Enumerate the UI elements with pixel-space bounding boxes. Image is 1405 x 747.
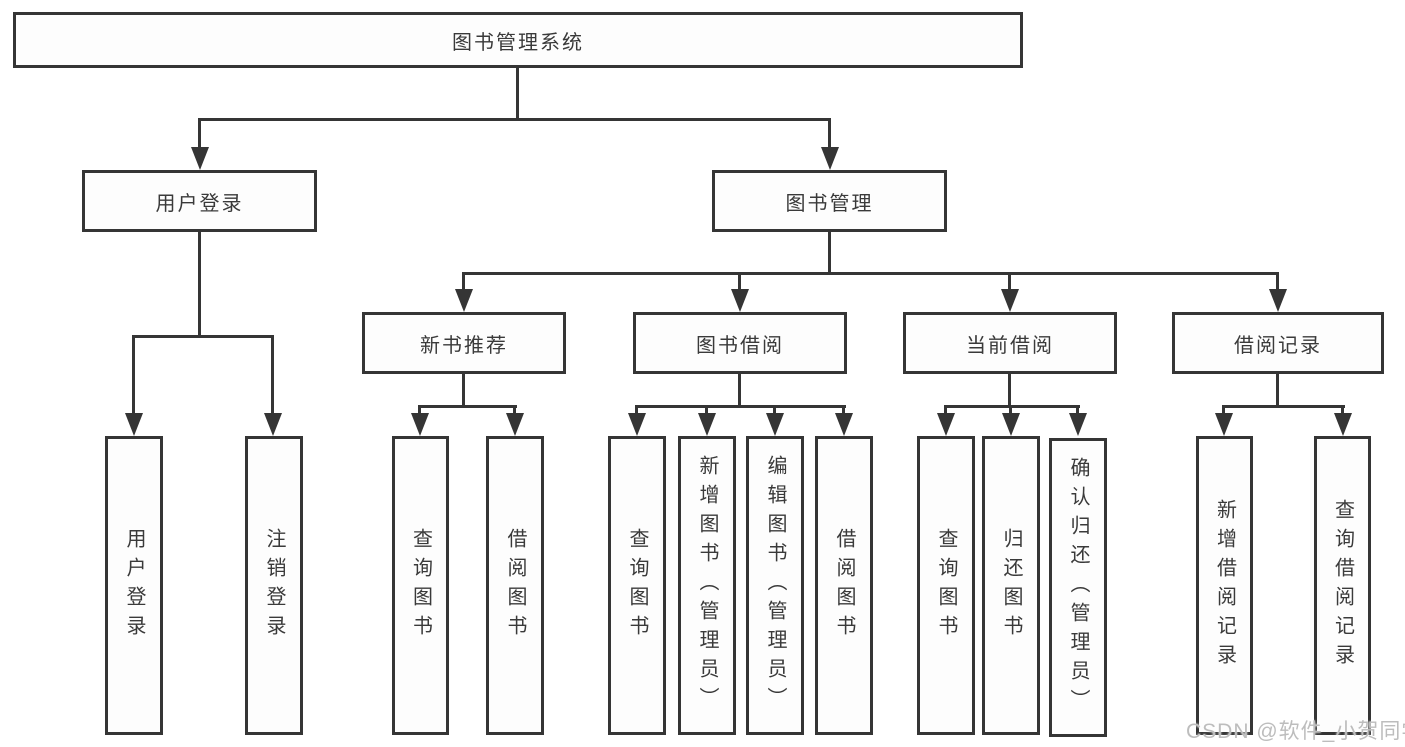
csdn-watermark: CSDN @软件_小贺同学 xyxy=(1186,720,1405,743)
connector-line xyxy=(1076,405,1079,416)
arrow-down-icon xyxy=(698,413,716,436)
leaf-borrow-add-book-label: 新增图书（管理员） xyxy=(696,455,718,716)
connector-line xyxy=(1009,405,1012,416)
connector-line xyxy=(418,405,421,416)
leaf-borrow-edit-book-label: 编辑图书（管理员） xyxy=(764,455,786,716)
connector-line xyxy=(132,335,274,338)
leaf-current-query-book: 查询图书 xyxy=(917,436,975,735)
node-new-book-recommend-label: 新书推荐 xyxy=(420,334,508,357)
node-borrow-record-label: 借阅记录 xyxy=(1234,334,1322,357)
arrow-down-icon xyxy=(125,413,143,436)
arrow-down-icon xyxy=(1215,413,1233,436)
node-book-management-label: 图书管理 xyxy=(785,192,874,215)
arrow-down-icon xyxy=(937,413,955,436)
connector-line xyxy=(462,272,1279,275)
node-borrow-record: 借阅记录 xyxy=(1172,312,1384,374)
connector-line xyxy=(635,405,638,416)
leaf-current-query-book-label: 查询图书 xyxy=(935,527,957,644)
connector-line xyxy=(271,335,274,416)
arrow-down-icon xyxy=(1002,413,1020,436)
arrow-down-icon xyxy=(731,289,749,312)
connector-line xyxy=(944,405,947,416)
leaf-record-add-label: 新增借阅记录 xyxy=(1213,498,1236,673)
arrow-down-icon xyxy=(506,413,524,436)
connector-line xyxy=(1222,405,1345,408)
node-root: 图书管理系统 xyxy=(13,12,1023,68)
connector-line xyxy=(132,335,135,416)
connector-line xyxy=(738,272,741,292)
connector-line xyxy=(462,272,465,292)
arrow-down-icon xyxy=(1001,289,1019,312)
leaf-borrow-query-book: 查询图书 xyxy=(608,436,666,735)
connector-line xyxy=(198,232,201,335)
leaf-user-login-label: 用户登录 xyxy=(123,527,145,644)
node-book-borrow-label: 图书借阅 xyxy=(696,334,784,357)
leaf-borrow-borrow-book: 借阅图书 xyxy=(815,436,873,735)
connector-line xyxy=(1222,405,1225,416)
node-user-login-label: 用户登录 xyxy=(155,192,244,215)
arrow-down-icon xyxy=(1269,289,1287,312)
leaf-borrow-add-book: 新增图书（管理员） xyxy=(678,436,736,735)
connector-line xyxy=(513,405,516,416)
leaf-current-return-book-label: 归还图书 xyxy=(1000,527,1022,644)
leaf-recommend-query-book: 查询图书 xyxy=(392,436,449,735)
connector-line xyxy=(1276,272,1279,292)
leaf-current-return-book: 归还图书 xyxy=(982,436,1040,735)
node-book-borrow: 图书借阅 xyxy=(633,312,847,374)
leaf-recommend-query-book-label: 查询图书 xyxy=(409,527,432,644)
connector-line xyxy=(828,118,831,150)
connector-line xyxy=(842,405,845,416)
arrow-down-icon xyxy=(1069,413,1087,436)
leaf-current-confirm-return: 确认归还（管理员） xyxy=(1049,438,1107,737)
leaf-logout-label: 注销登录 xyxy=(263,527,285,644)
connector-line xyxy=(828,232,831,272)
arrow-down-icon xyxy=(191,147,209,170)
connector-line xyxy=(198,118,831,121)
arrow-down-icon xyxy=(1334,413,1352,436)
leaf-borrow-query-book-label: 查询图书 xyxy=(626,527,648,644)
node-book-management: 图书管理 xyxy=(712,170,947,232)
leaf-logout: 注销登录 xyxy=(245,436,303,735)
connector-line xyxy=(1341,405,1344,416)
node-user-login: 用户登录 xyxy=(82,170,317,232)
node-root-label: 图书管理系统 xyxy=(452,31,584,54)
leaf-borrow-edit-book: 编辑图书（管理员） xyxy=(746,436,804,735)
arrow-down-icon xyxy=(411,413,429,436)
leaf-borrow-borrow-book-label: 借阅图书 xyxy=(833,527,855,644)
arrow-down-icon xyxy=(264,413,282,436)
arrow-down-icon xyxy=(766,413,784,436)
connector-line xyxy=(1008,374,1011,405)
connector-line xyxy=(944,405,1080,408)
connector-line xyxy=(198,118,201,150)
connector-line xyxy=(635,405,846,408)
connector-line xyxy=(462,374,465,405)
connector-line xyxy=(1276,374,1279,405)
leaf-record-add: 新增借阅记录 xyxy=(1196,436,1253,735)
node-current-borrow-label: 当前借阅 xyxy=(966,334,1054,357)
leaf-recommend-borrow-book-label: 借阅图书 xyxy=(504,527,526,644)
leaf-record-query: 查询借阅记录 xyxy=(1314,436,1371,735)
connector-line xyxy=(516,68,519,118)
connector-line xyxy=(738,374,741,405)
connector-line xyxy=(418,405,517,408)
node-new-book-recommend: 新书推荐 xyxy=(362,312,566,374)
leaf-current-confirm-return-label: 确认归还（管理员） xyxy=(1067,457,1089,718)
arrow-down-icon xyxy=(455,289,473,312)
node-current-borrow: 当前借阅 xyxy=(903,312,1117,374)
connector-line xyxy=(773,405,776,416)
leaf-record-query-label: 查询借阅记录 xyxy=(1331,498,1354,673)
connector-line xyxy=(1008,272,1011,292)
arrow-down-icon xyxy=(628,413,646,436)
connector-line xyxy=(705,405,708,416)
arrow-down-icon xyxy=(821,147,839,170)
leaf-recommend-borrow-book: 借阅图书 xyxy=(486,436,544,735)
arrow-down-icon xyxy=(835,413,853,436)
leaf-user-login: 用户登录 xyxy=(105,436,163,735)
